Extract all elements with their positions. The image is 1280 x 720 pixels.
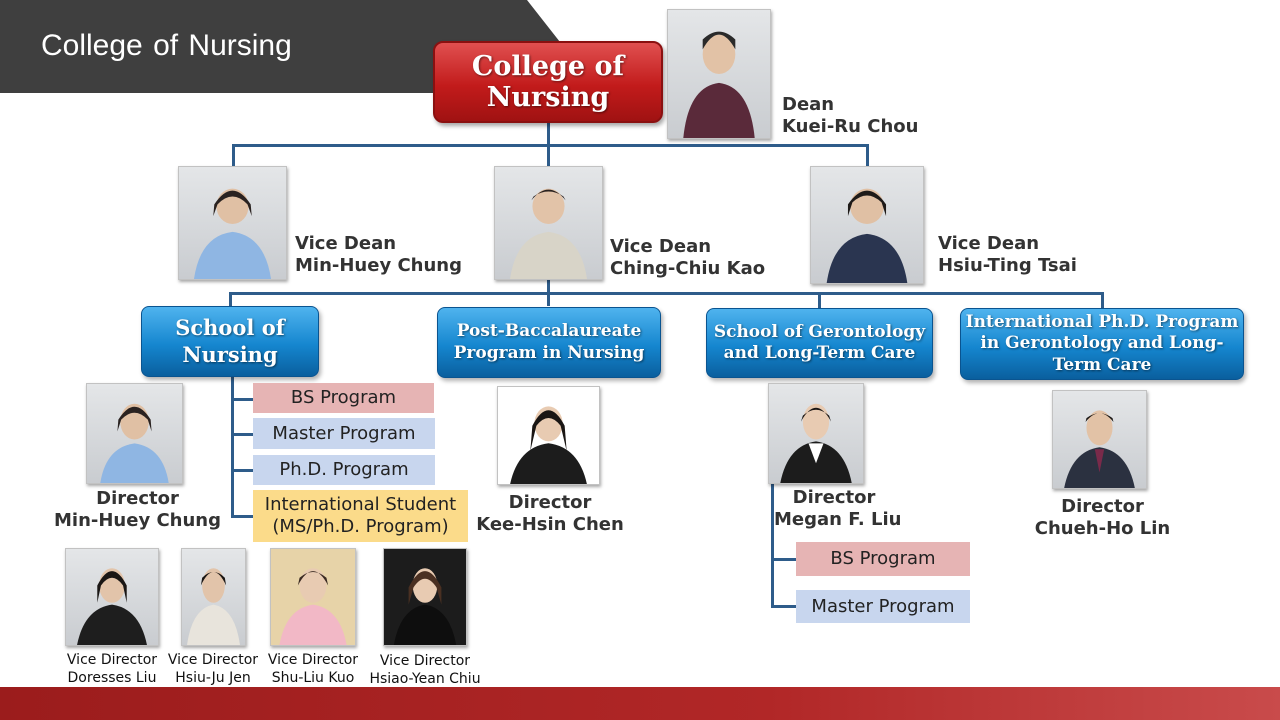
director-4-photo — [1052, 390, 1147, 489]
unit-gerontology: School of Gerontology and Long-Term Care — [706, 308, 933, 378]
director-4-role: Director — [1061, 496, 1144, 517]
nursing-program-bs: BS Program — [253, 383, 434, 413]
vice-director-3-name: Shu-Liu Kuo — [271, 670, 355, 686]
director-1-photo — [86, 383, 183, 484]
nursing-program-master: Master Program — [253, 418, 435, 449]
dean-name: Kuei-Ru Chou — [782, 116, 919, 137]
director-2-photo — [497, 386, 600, 485]
director-1-name: Min-Huey Chung — [54, 510, 221, 531]
vice-director-4-role: Vice Director — [379, 653, 471, 669]
vice-dean-2-role: Vice Dean — [610, 236, 712, 257]
director-3-photo — [768, 383, 864, 484]
director-4-name: Chueh-Ho Lin — [1034, 518, 1171, 539]
vice-dean-1-photo — [178, 166, 287, 280]
director-3-name: Megan F. Liu — [774, 509, 902, 530]
dean-role: Dean — [782, 94, 835, 115]
footer-bar — [0, 687, 1280, 720]
director-3-role: Director — [792, 487, 876, 508]
unit-school-of-nursing: School of Nursing — [141, 306, 319, 377]
vice-director-4-photo — [383, 548, 467, 646]
vice-director-1-photo — [65, 548, 159, 646]
page-title: College of Nursing — [41, 29, 292, 62]
vice-dean-3-name: Hsiu-Ting Tsai — [938, 255, 1077, 276]
director-2-name: Kee-Hsin Chen — [476, 514, 624, 535]
vice-director-3-photo — [270, 548, 356, 646]
vice-dean-2-photo — [494, 166, 603, 280]
vice-dean-3-role: Vice Dean — [938, 233, 1040, 254]
director-2-role: Director — [508, 492, 592, 513]
vice-director-3-role: Vice Director — [267, 652, 359, 668]
gerontology-program-master: Master Program — [796, 590, 970, 623]
unit-post-baccalaureate: Post-Baccalaureate Program in Nursing — [437, 307, 661, 378]
root-node-box: College of Nursing — [433, 41, 663, 123]
nursing-program-international: International Student (MS/Ph.D. Program) — [253, 490, 468, 542]
vice-director-2-photo — [181, 548, 246, 646]
vice-dean-2-name: Ching-Chiu Kao — [610, 258, 766, 279]
unit-international-phd: International Ph.D. Program in Gerontolo… — [960, 308, 1244, 380]
vice-dean-3-photo — [810, 166, 924, 284]
gerontology-program-bs: BS Program — [796, 542, 970, 576]
vice-director-1-role: Vice Director — [66, 652, 158, 668]
vice-director-1-name: Doresses Liu — [67, 670, 157, 686]
vice-director-4-name: Hsiao-Yean Chiu — [369, 671, 481, 687]
vice-director-2-name: Hsiu-Ju Jen — [175, 670, 251, 686]
vice-director-2-role: Vice Director — [167, 652, 259, 668]
nursing-program-phd: Ph.D. Program — [253, 455, 435, 485]
vice-dean-1-role: Vice Dean — [295, 233, 397, 254]
vice-dean-1-name: Min-Huey Chung — [295, 255, 462, 276]
director-1-role: Director — [96, 488, 179, 509]
dean-photo — [667, 9, 771, 139]
